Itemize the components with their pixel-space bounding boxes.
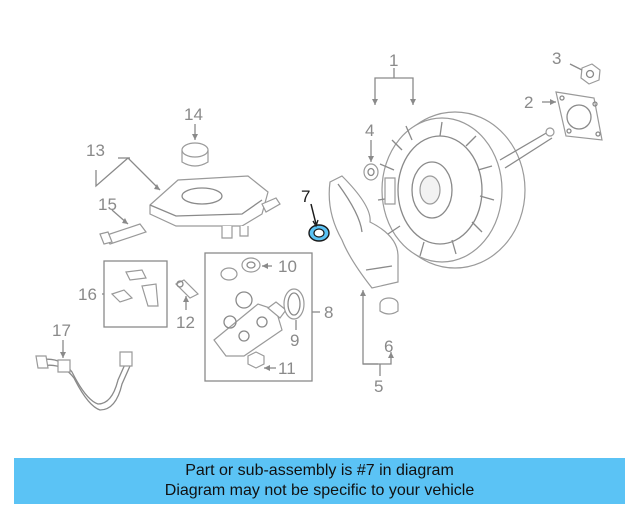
callout-9: 9 (290, 331, 299, 350)
callout-5: 5 (374, 377, 383, 396)
brake-booster (377, 111, 555, 269)
sensor-group (103, 260, 168, 328)
arrowhead-7 (312, 219, 319, 228)
callout-16: 16 (78, 285, 97, 304)
seal-4 (363, 163, 379, 181)
banner-line-disclaimer: Diagram may not be specific to your vehi… (164, 482, 475, 499)
part-7-seal[interactable] (308, 224, 330, 242)
reservoir-cap (181, 142, 209, 167)
gasket (555, 91, 603, 141)
callout-6: 6 (384, 337, 393, 356)
callout-17: 17 (52, 321, 71, 340)
connector-15 (99, 223, 147, 245)
grommet-6 (379, 297, 399, 315)
sensor-cable-17 (35, 351, 133, 411)
reservoir-tank (149, 175, 281, 239)
parts-diagram: 1 2 3 4 5 6 7 8 9 10 11 12 13 14 15 16 1… (35, 49, 603, 411)
fitting-12 (174, 279, 200, 299)
info-banner: Part or sub-assembly is #7 in diagram Di… (14, 458, 625, 504)
callout-2: 2 (524, 93, 533, 112)
banner-line-part: Part or sub-assembly is #7 in diagram (185, 462, 454, 479)
callout-1: 1 (389, 51, 398, 70)
callout-line-7 (310, 203, 317, 225)
callout-3: 3 (552, 49, 561, 68)
callout-11: 11 (278, 359, 296, 378)
master-cylinder-group (204, 252, 313, 382)
callout-15: 15 (98, 195, 117, 214)
heat-shield (328, 175, 399, 289)
callout-10: 10 (278, 257, 297, 276)
callout-7[interactable]: 7 (301, 187, 310, 206)
arrowheads (60, 99, 556, 371)
callout-4: 4 (365, 121, 374, 140)
callout-12: 12 (176, 313, 195, 332)
callout-13: 13 (86, 141, 105, 160)
callout-14: 14 (184, 105, 203, 124)
nut-3 (580, 63, 601, 85)
callout-8: 8 (324, 303, 333, 322)
